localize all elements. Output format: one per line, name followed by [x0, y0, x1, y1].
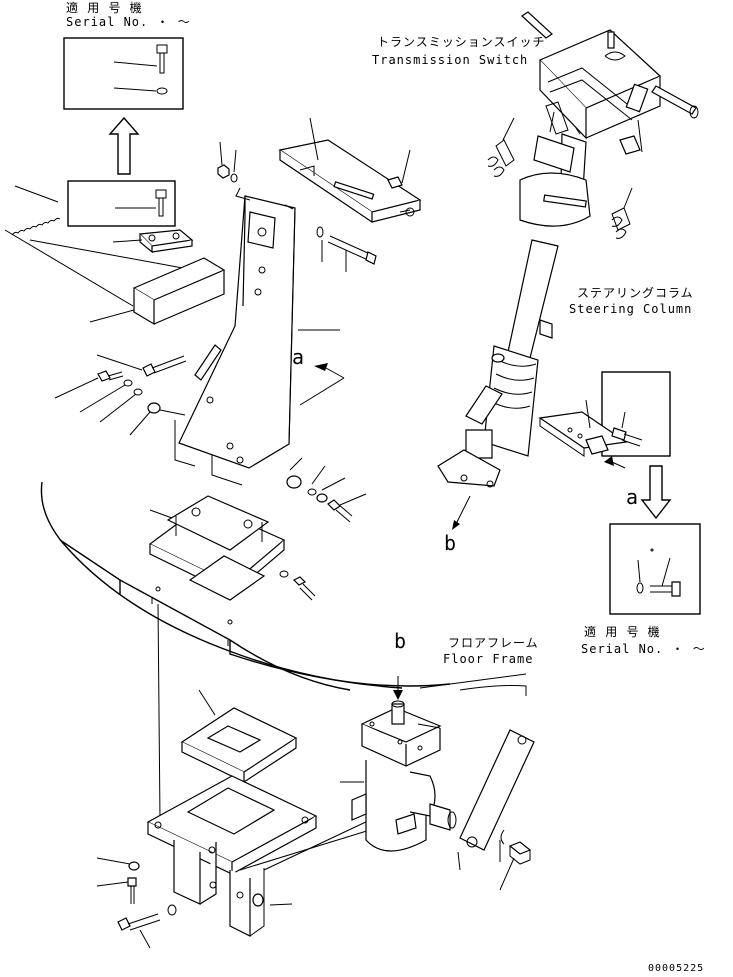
serial-label-top-jp: 適 用 号 機	[66, 1, 143, 15]
mount-bolts	[279, 570, 316, 601]
view-arrow-b-column	[452, 495, 471, 530]
transmission-switch-label-jp: トランスミッションスイッチ	[377, 35, 546, 49]
switch-bracket	[278, 117, 422, 224]
ref-label-a-left: a	[292, 345, 305, 369]
ref-label-b-floor: b	[394, 629, 407, 653]
floor-frame-label-jp: フロアフレーム	[448, 636, 539, 650]
nut-washer-top	[217, 141, 238, 183]
long-bolt	[316, 226, 377, 272]
view-arrow-a-left	[299, 363, 345, 406]
steering-arm	[457, 729, 535, 891]
column-inset-box	[538, 371, 671, 469]
steering-column-label-en: Steering Column	[569, 302, 693, 316]
bolt-set-left	[54, 354, 187, 436]
floor-frame-label-en: Floor Frame	[443, 652, 534, 666]
serial-inset-box-top	[63, 37, 184, 110]
column-clips	[487, 111, 633, 239]
transmission-switch	[521, 11, 699, 155]
serial-label-right-en: Serial No. ・ ～	[581, 642, 706, 656]
steering-gearbox	[340, 673, 527, 852]
base-mount	[148, 495, 286, 601]
bolt-set-right	[286, 457, 367, 523]
transmission-switch-label-en: Transmission Switch	[372, 53, 529, 67]
ref-label-a-right: a	[626, 485, 639, 509]
lower-mounting-bracket	[146, 775, 371, 937]
spacer-plate	[180, 689, 298, 783]
clamp-bracket	[112, 229, 194, 254]
l-bracket	[89, 257, 226, 326]
lower-bolts	[96, 857, 177, 949]
ref-label-b-column: b	[444, 531, 457, 555]
serial-inset-box-right	[609, 523, 701, 615]
serial-label-top-en: Serial No. ・ ～	[66, 15, 191, 29]
down-arrow-icon	[640, 465, 672, 520]
spring-part	[11, 185, 61, 236]
steering-column-label-jp: ステアリングコラム	[577, 286, 694, 300]
serial-label-right-jp: 適 用 号 機	[584, 625, 661, 639]
column-support-bracket	[174, 187, 340, 486]
up-arrow-icon	[108, 116, 140, 175]
drawing-number: 00005225	[648, 963, 705, 974]
floor-frame-outline	[40, 481, 527, 821]
serial-inset-box-mid	[67, 180, 176, 227]
